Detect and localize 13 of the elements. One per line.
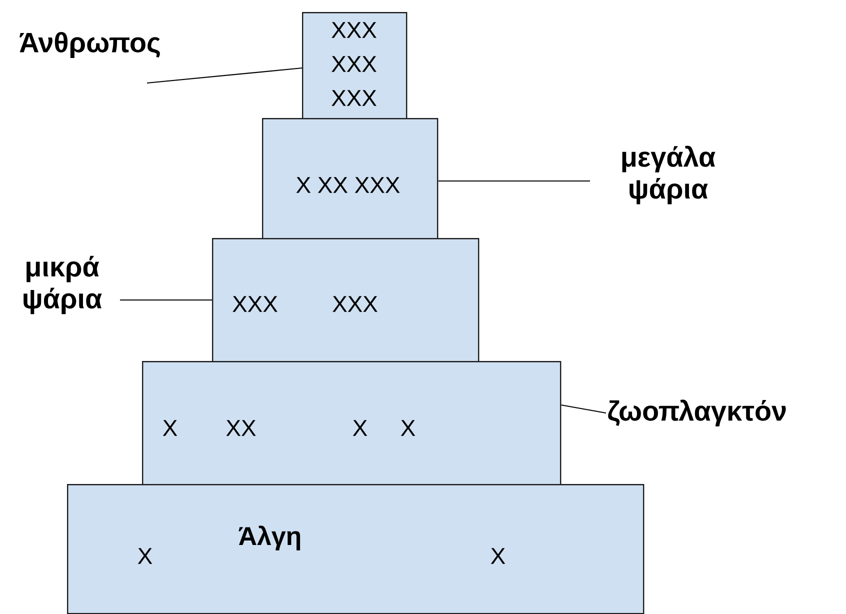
level-label: μεγάλα ψάρια [622, 146, 716, 204]
leader-line [438, 180, 590, 182]
level-label: Άνθρωπος [20, 32, 160, 58]
leader-line [120, 299, 212, 301]
leader-line [561, 404, 606, 414]
leader-line [146, 67, 302, 84]
level-label: μικρά ψάρια [24, 256, 102, 314]
pyramid-level: X XX XXX [262, 118, 438, 240]
pyramid-level: XXX XXX [212, 238, 480, 362]
pyramid-level: Άλγη X X [67, 484, 644, 614]
pyramid-level: XXX XXX XXX [302, 12, 408, 120]
pyramid-level: X XX X X [142, 361, 562, 486]
level-label: ζωοπλαγκτόν [608, 400, 786, 426]
